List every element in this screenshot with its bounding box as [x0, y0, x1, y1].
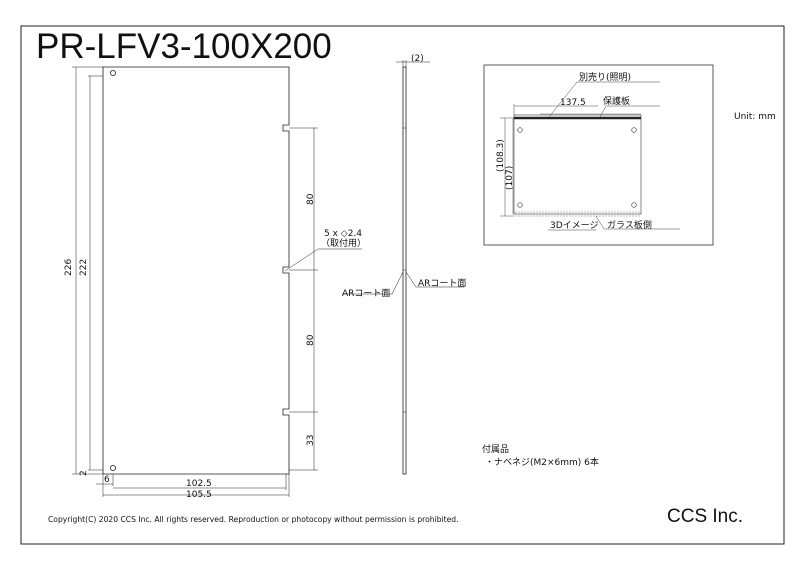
dim-80-top: 80: [306, 193, 316, 205]
dim-6: 6: [104, 475, 110, 485]
hole-note-count: 5 x ◇2.4: [324, 229, 362, 239]
unit-label: Unit: mm: [734, 112, 776, 122]
inset-dim-107: (107): [505, 166, 515, 190]
accessories-heading: 付属品: [482, 444, 509, 455]
inset-dim-137-5: 137.5: [560, 98, 586, 108]
inset-frame: [483, 64, 714, 246]
dim-102-5: 102.5: [186, 479, 212, 489]
dim-226: 226: [64, 259, 74, 276]
ar-coat-right: ARコート面: [418, 278, 466, 289]
dim-105-5: 105.5: [186, 490, 212, 500]
hole-note-purpose: （取付用）: [321, 238, 366, 249]
dim-2: 2: [79, 470, 89, 476]
panel-outline: [102, 66, 290, 475]
company-name: CCS Inc.: [667, 506, 743, 527]
drawing-title: PR-LFV3-100X200: [36, 27, 332, 66]
dim-222: 222: [79, 259, 89, 276]
inset-3d-image: [500, 81, 680, 231]
ar-coat-left: ARコート面: [342, 288, 390, 299]
inset-glass-side: ガラス板側: [607, 219, 652, 231]
copyright-notice: Copyright(C) 2020 CCS Inc. All rights re…: [48, 515, 459, 524]
side-view: [342, 60, 464, 475]
side-profile: [402, 66, 407, 475]
front-view: [72, 66, 362, 497]
mount-hole-top: [110, 70, 117, 77]
sheet-border: [20, 25, 785, 545]
side-dim-2: (2): [411, 54, 424, 64]
accessories-item: ・ナベネジ(M2×6mm) 6本: [485, 456, 599, 468]
mount-hole-bottom: [110, 464, 117, 471]
dim-33: 33: [306, 435, 316, 446]
inset-protective-plate: 保護板: [603, 95, 630, 107]
dim-80-bottom: 80: [306, 334, 316, 346]
inset-sold-separately: 別売り(照明): [579, 71, 631, 83]
inset-dim-108-3: (108.3): [496, 139, 506, 172]
inset-3d-label: 3Dイメージ: [550, 221, 598, 231]
